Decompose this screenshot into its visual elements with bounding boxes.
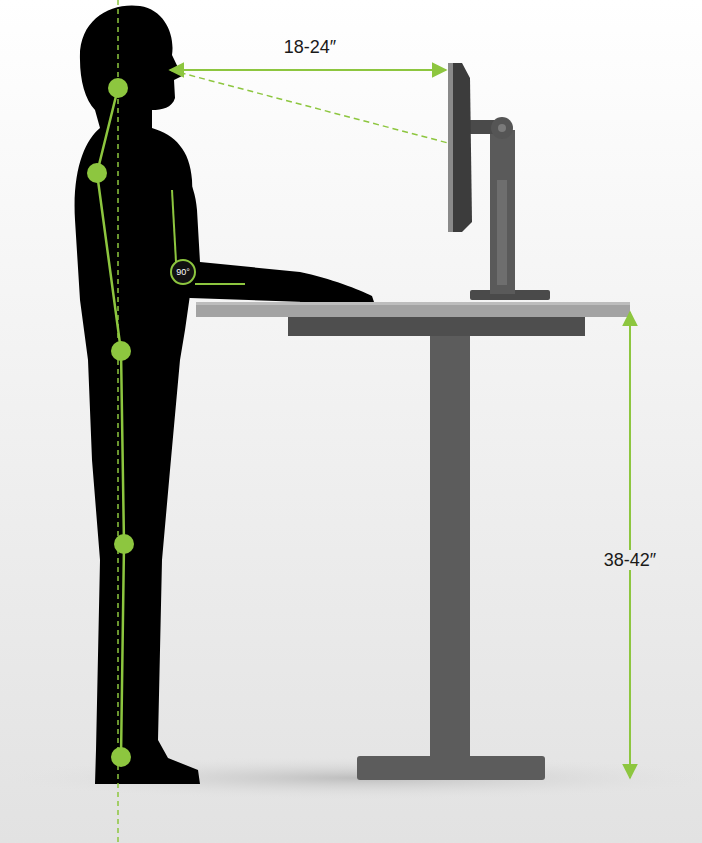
- standing-desk: [196, 302, 630, 780]
- angle-badge: 90°: [170, 259, 196, 285]
- angle-label: 90°: [176, 268, 190, 277]
- sight-line: [170, 70, 448, 143]
- desk-height-arrow: [629, 312, 631, 778]
- dimension-label: 18-24″: [281, 37, 339, 58]
- forearm-line: [195, 283, 245, 285]
- viewing-distance-arrow: [170, 69, 446, 71]
- joint-dots: [87, 78, 134, 767]
- plumb-line: [117, 0, 119, 843]
- person-silhouette: [75, 5, 374, 784]
- monitor: [448, 63, 550, 300]
- dimension-label: 38-42″: [601, 550, 659, 571]
- spine-line: [97, 88, 124, 757]
- upper-arm-line: [172, 190, 176, 262]
